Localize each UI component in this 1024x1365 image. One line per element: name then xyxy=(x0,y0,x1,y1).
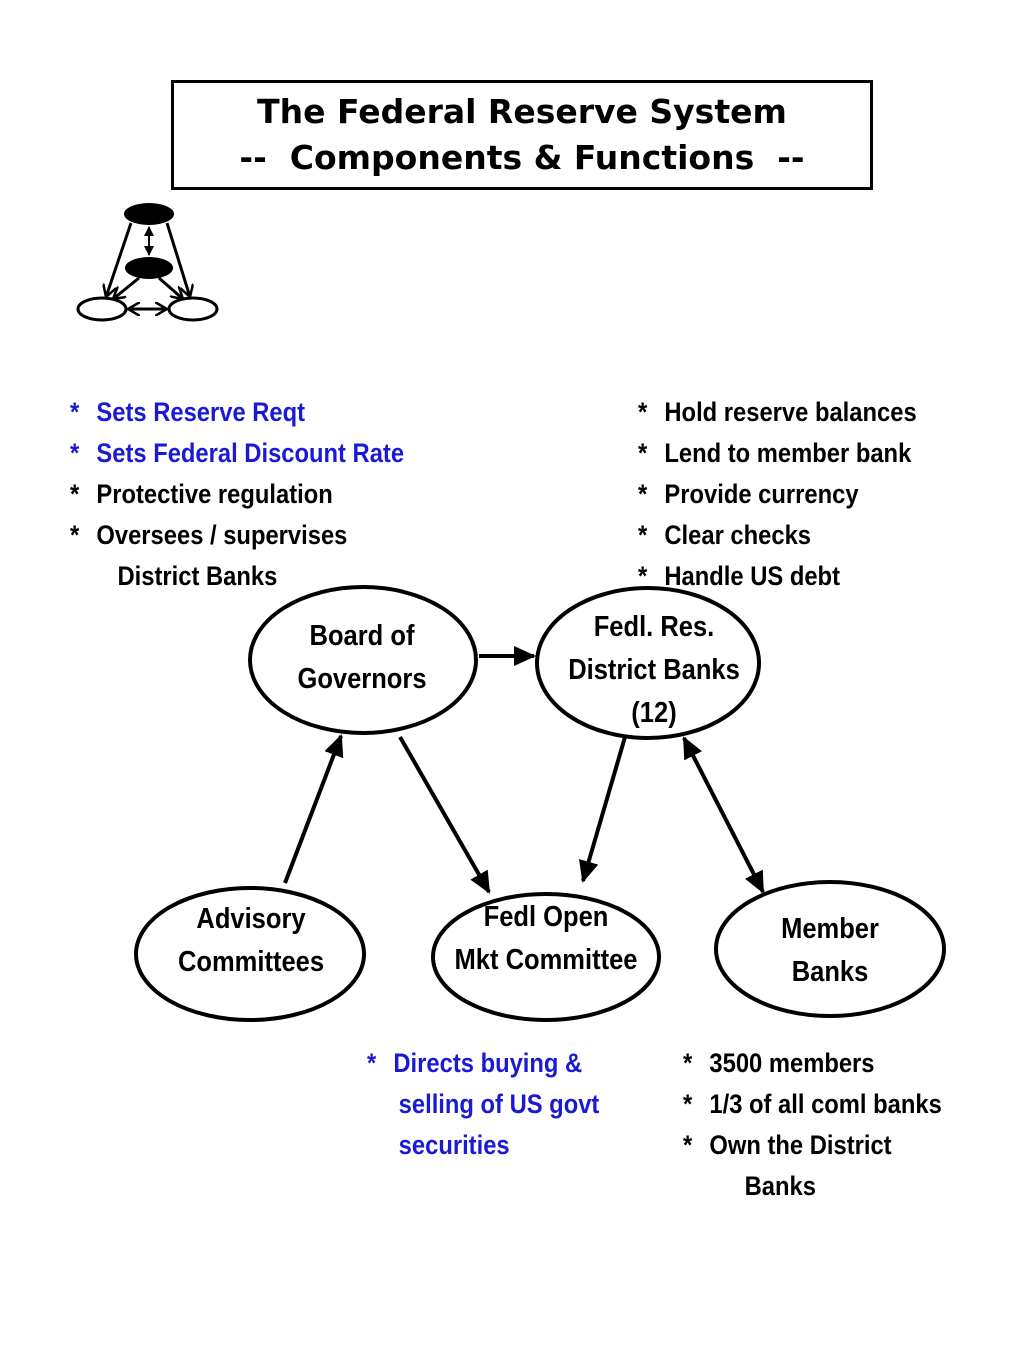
district-functions-list: Hold reserve balances Lend to member ban… xyxy=(638,392,917,597)
mini-network-icon xyxy=(76,203,219,322)
mini-edge xyxy=(113,276,140,299)
mini-edge xyxy=(165,222,190,297)
board-function-item: Protective regulation xyxy=(70,474,404,515)
mini-node-left xyxy=(76,296,128,322)
title-line-2: -- Components & Functions -- xyxy=(239,138,805,177)
member-fact-item: 3500 members xyxy=(683,1043,942,1084)
board-functions-list: Sets Reserve Reqt Sets Federal Discount … xyxy=(70,392,404,597)
mini-node-top xyxy=(124,203,174,225)
district-function-item: Clear checks xyxy=(638,515,917,556)
node-member-banks xyxy=(714,880,946,1018)
edge-board-to-fomc xyxy=(398,736,491,894)
title-box: The Federal Reserve System -- Components… xyxy=(171,80,873,190)
title-line-1: The Federal Reserve System xyxy=(257,92,787,131)
fomc-functions-list: Directs buying & selling of US govt secu… xyxy=(367,1043,599,1166)
mini-edge xyxy=(158,276,183,299)
member-fact-item: 1/3 of all coml banks xyxy=(683,1084,942,1125)
district-function-item: Hold reserve balances xyxy=(638,392,917,433)
edge-district-to-fomc xyxy=(579,736,627,883)
district-function-item: Lend to member bank xyxy=(638,433,917,474)
mini-node-right xyxy=(167,296,219,322)
node-advisory-committees xyxy=(134,886,366,1022)
node-fomc xyxy=(431,892,661,1022)
board-function-item: Sets Reserve Reqt xyxy=(70,392,404,433)
member-facts-list: 3500 members 1/3 of all coml banks Own t… xyxy=(683,1043,942,1207)
edge-district-member xyxy=(682,736,765,894)
edge-advisory-to-board xyxy=(283,734,344,884)
board-function-item: Sets Federal Discount Rate xyxy=(70,433,404,474)
district-function-item: Handle US debt xyxy=(638,556,917,597)
mini-edge xyxy=(106,222,133,297)
fomc-function-item: Directs buying & selling of US govt secu… xyxy=(367,1043,599,1166)
label-district-banks: Fedl. Res.District Banks(12) xyxy=(568,611,740,729)
district-function-item: Provide currency xyxy=(638,474,917,515)
mini-node-middle xyxy=(125,257,173,279)
